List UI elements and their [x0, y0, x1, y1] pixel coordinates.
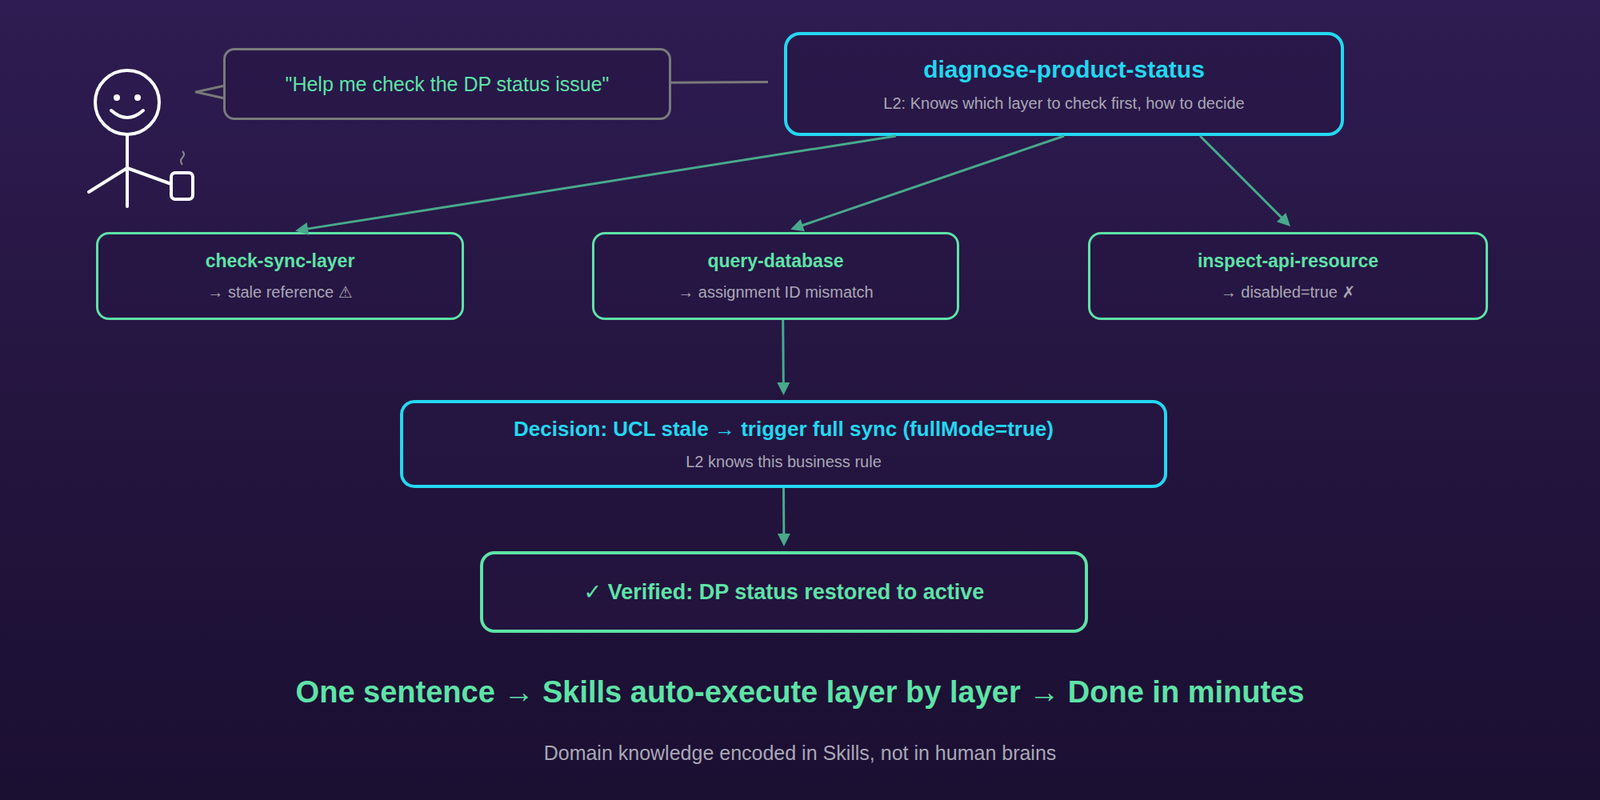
flow-arrow	[776, 320, 790, 396]
node-detail: L2: Knows which layer to check first, ho…	[883, 93, 1244, 113]
decision-box: Decision: UCL stale → trigger full sync …	[400, 400, 1168, 488]
arrow-head	[790, 219, 805, 232]
arrow-head	[776, 382, 790, 396]
flow-arrow	[777, 488, 791, 547]
node-title: Decision: UCL stale → trigger full sync …	[513, 416, 1054, 442]
arrow-head	[1276, 212, 1291, 227]
connector-stroke	[1200, 136, 1285, 221]
node-detail: → assignment ID mismatch	[677, 282, 874, 302]
connector-stroke	[782, 488, 785, 539]
speech-bubble: "Help me check the DP status issue"	[223, 48, 672, 120]
flow-arrow	[1200, 136, 1291, 227]
steam	[180, 151, 184, 165]
flow-arrow	[295, 136, 896, 236]
arrow-head	[295, 222, 309, 236]
arrow-head	[777, 533, 791, 547]
node-detail: → disabled=true ✗	[1220, 282, 1356, 302]
skill-box: check-sync-layer → stale reference ⚠	[96, 232, 464, 320]
node-title: query-database	[707, 250, 844, 273]
node-title: check-sync-layer	[205, 250, 356, 273]
skill-box: inspect-api-resource → disabled=true ✗	[1088, 232, 1488, 320]
node-detail: L2 knows this business rule	[685, 452, 882, 472]
skill-box: query-database → assignment ID mismatch	[592, 232, 960, 320]
footnote: Domain knowledge encoded in Skills, not …	[0, 740, 1600, 765]
node-title: inspect-api-resource	[1197, 250, 1379, 273]
skill-box-l2: diagnose-product-statusL2: Knows which l…	[784, 32, 1344, 136]
result-box: ✓ Verified: DP status restored to active	[480, 551, 1088, 633]
node-title: ✓ Verified: DP status restored to active	[584, 579, 985, 605]
eye	[113, 94, 120, 101]
connector-stroke	[303, 136, 896, 230]
tagline: One sentence → Skills auto-execute layer…	[0, 674, 1600, 712]
node-detail: → stale reference ⚠	[207, 282, 352, 302]
node-title: diagnose-product-status	[923, 55, 1205, 84]
connector-line	[671, 81, 768, 84]
node-title: "Help me check the DP status issue"	[285, 72, 610, 96]
eye	[134, 94, 141, 101]
connector-stroke	[798, 136, 1064, 228]
flow-arrow	[790, 136, 1064, 232]
bubble-tail	[196, 85, 225, 99]
connector-stroke	[671, 80, 768, 84]
connector-stroke	[781, 320, 785, 388]
stick-figure	[88, 70, 193, 207]
